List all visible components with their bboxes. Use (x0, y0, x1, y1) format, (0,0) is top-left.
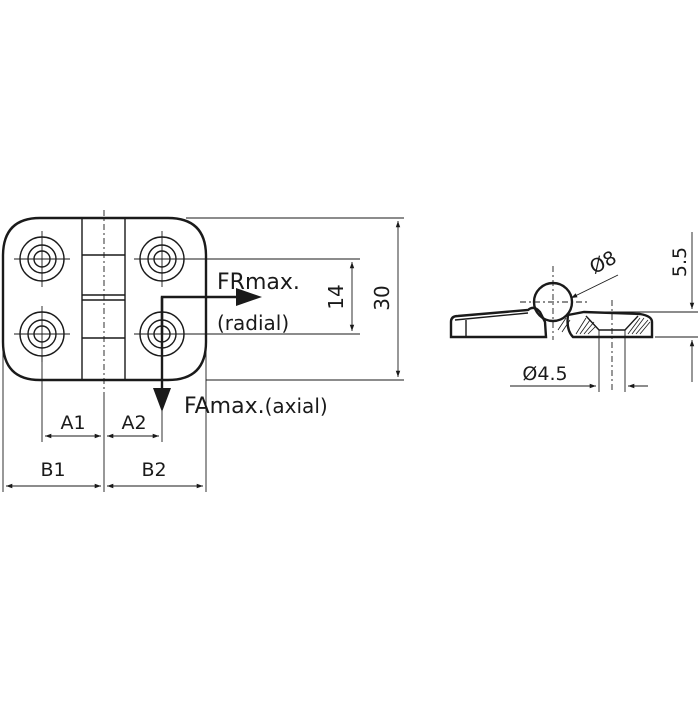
dimension-a: A1 A2 (41, 356, 163, 492)
dimension-b2-label: B2 (141, 459, 166, 481)
dimension-30: 30 (186, 217, 404, 381)
screw-hole-top-left (14, 231, 70, 287)
force-axial-label: FAmax.(axial) (184, 394, 328, 419)
force-radial-label: FRmax. (217, 270, 300, 295)
dimension-30-label: 30 (370, 285, 394, 310)
dimension-5-5: 5.5 (580, 232, 698, 382)
force-radial-note: (radial) (217, 311, 289, 335)
dimension-5-5-label: 5.5 (669, 247, 691, 277)
dimension-d4-5-label: Ø4.5 (522, 363, 567, 385)
dimension-14: 14 (190, 258, 360, 335)
dimension-14-label: 14 (324, 284, 348, 309)
hinge-side-view (449, 266, 654, 392)
dimension-d4-5: Ø4.5 (510, 330, 648, 392)
dimension-a2-label: A2 (121, 412, 146, 434)
dimension-b1-label: B1 (40, 459, 65, 481)
countersink-hatch (557, 315, 651, 335)
dimension-b: B1 B2 (2, 345, 207, 492)
hinge-front-view (1, 210, 262, 412)
dimension-d8-label: Ø8 (586, 247, 620, 279)
force-axial-arrow (153, 297, 171, 412)
dimension-a1-label: A1 (60, 412, 85, 434)
screw-hole-bottom-left (14, 306, 70, 362)
dimension-d8: Ø8 (570, 247, 620, 299)
hinge-outline (1, 216, 208, 382)
screw-hole-top-right (134, 231, 190, 287)
